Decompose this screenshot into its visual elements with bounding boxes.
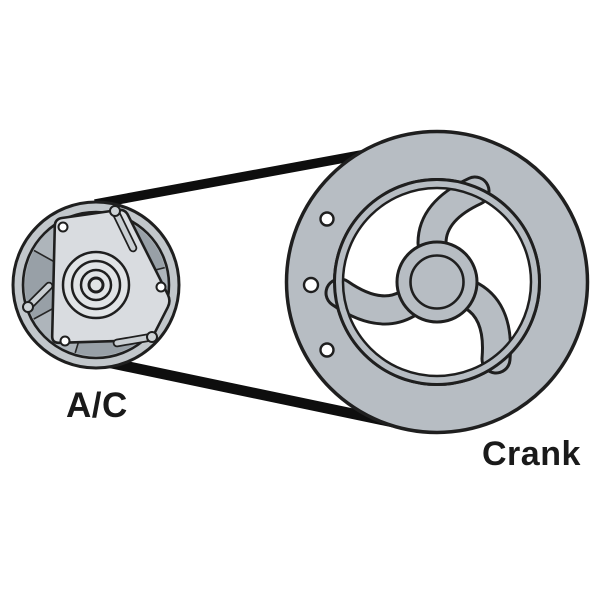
ac-link-ball-top — [109, 205, 121, 217]
ac-bolt-hole-bottom-left — [59, 335, 71, 347]
crank-label: Crank — [482, 435, 581, 473]
crank-rim-outer-line — [333, 178, 541, 386]
ac-link-ball-left — [22, 301, 34, 313]
ac-bolt-hole-top-left — [57, 221, 69, 233]
ac-hub-center — [87, 276, 105, 294]
ac-links — [22, 205, 158, 348]
crank-rim-inner-line — [341, 186, 533, 378]
ac-bolt-hole-right — [155, 281, 167, 293]
crank-spoke-bottom — [459, 283, 509, 372]
ac-hub-ring-2 — [70, 259, 122, 311]
ac-link-top — [112, 208, 136, 251]
ac-link-ball-bottom — [146, 331, 158, 343]
crank-pulley — [284, 129, 590, 435]
crank-rim-face — [334, 179, 540, 385]
ac-label: A/C — [66, 386, 128, 425]
crank-spoke-left — [327, 280, 420, 323]
crank-bolt-hole-bottom — [319, 342, 335, 358]
ac-hub-ring-3 — [79, 268, 113, 302]
crank-hub-inner — [409, 254, 465, 310]
crank-hub-outer — [395, 240, 479, 324]
crank-spokes — [324, 175, 512, 375]
crank-spoke-top — [419, 178, 488, 256]
crank-bolt-hole-middle — [302, 276, 320, 294]
crank-bolt-hole-top — [319, 211, 335, 227]
ac-pulley — [11, 200, 181, 370]
